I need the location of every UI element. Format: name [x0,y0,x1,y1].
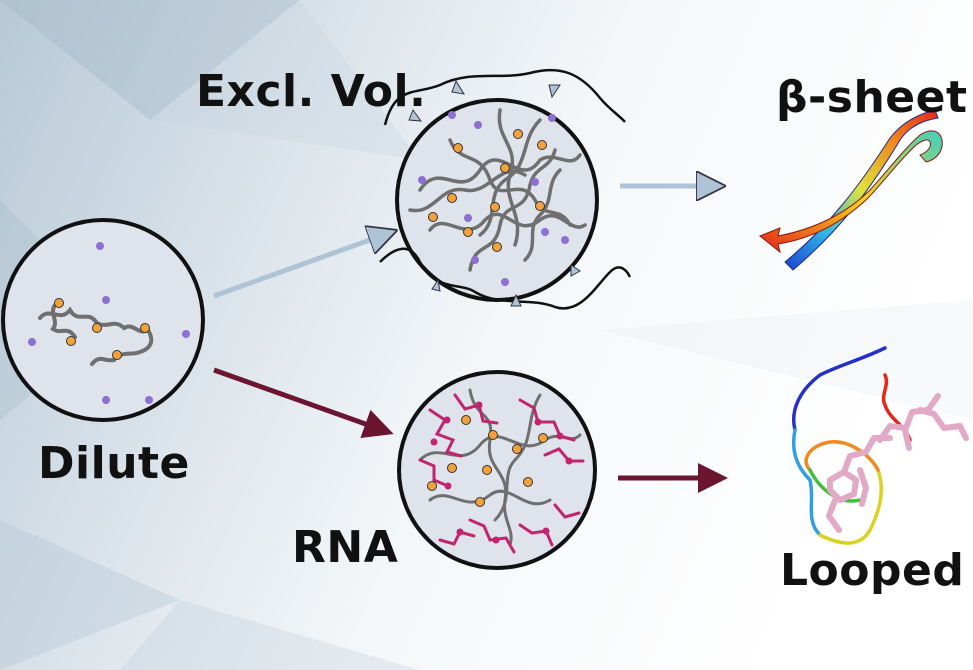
beta-sheet-label: β-sheet [776,72,968,123]
dilute-label: Dilute [38,438,190,489]
dilute-protein-circle [1,218,205,422]
arrow-to-rna [213,367,394,439]
crowded-circle [395,98,599,302]
excluded-volume-label: Excl. Vol. [196,66,427,117]
ligand-rna-fragment [826,393,969,533]
arrow-to-crowded [213,232,392,299]
beta-sheet-ribbon [759,109,943,271]
pressure-arrow-icons [408,79,581,307]
rna-label: RNA [292,522,399,573]
looped-label: Looped [780,545,965,596]
rna-circle [397,370,597,570]
